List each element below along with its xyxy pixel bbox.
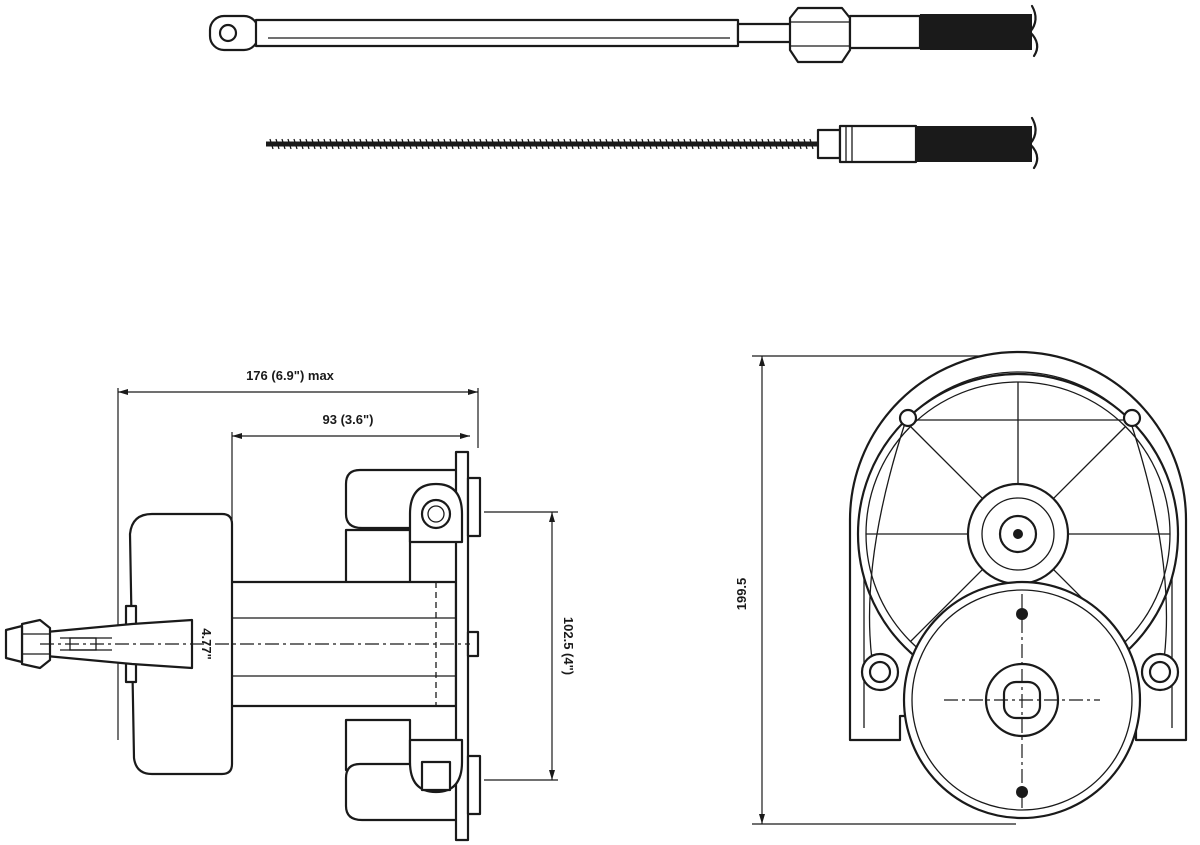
helm-front-view: 199.5 bbox=[734, 350, 1188, 825]
cable-rack-end bbox=[266, 116, 1039, 170]
wheel-spoke bbox=[910, 568, 984, 642]
cable-eye-end bbox=[208, 4, 1039, 64]
wheel-spoke bbox=[1052, 426, 1126, 500]
dim-overall-length: 176 (6.9") max bbox=[246, 368, 335, 383]
wheel-spoke bbox=[910, 426, 984, 500]
dim-height: 199.5 bbox=[734, 578, 749, 611]
dim-shaft-diameter: 4.77" bbox=[199, 628, 214, 659]
dim-mount-depth: 93 (3.6") bbox=[323, 412, 374, 427]
dim-bolt-spacing: 102.5 (4") bbox=[561, 617, 576, 675]
helm-side-view: 176 (6.9") max 93 (3.6") 102.5 (4") bbox=[4, 368, 576, 842]
